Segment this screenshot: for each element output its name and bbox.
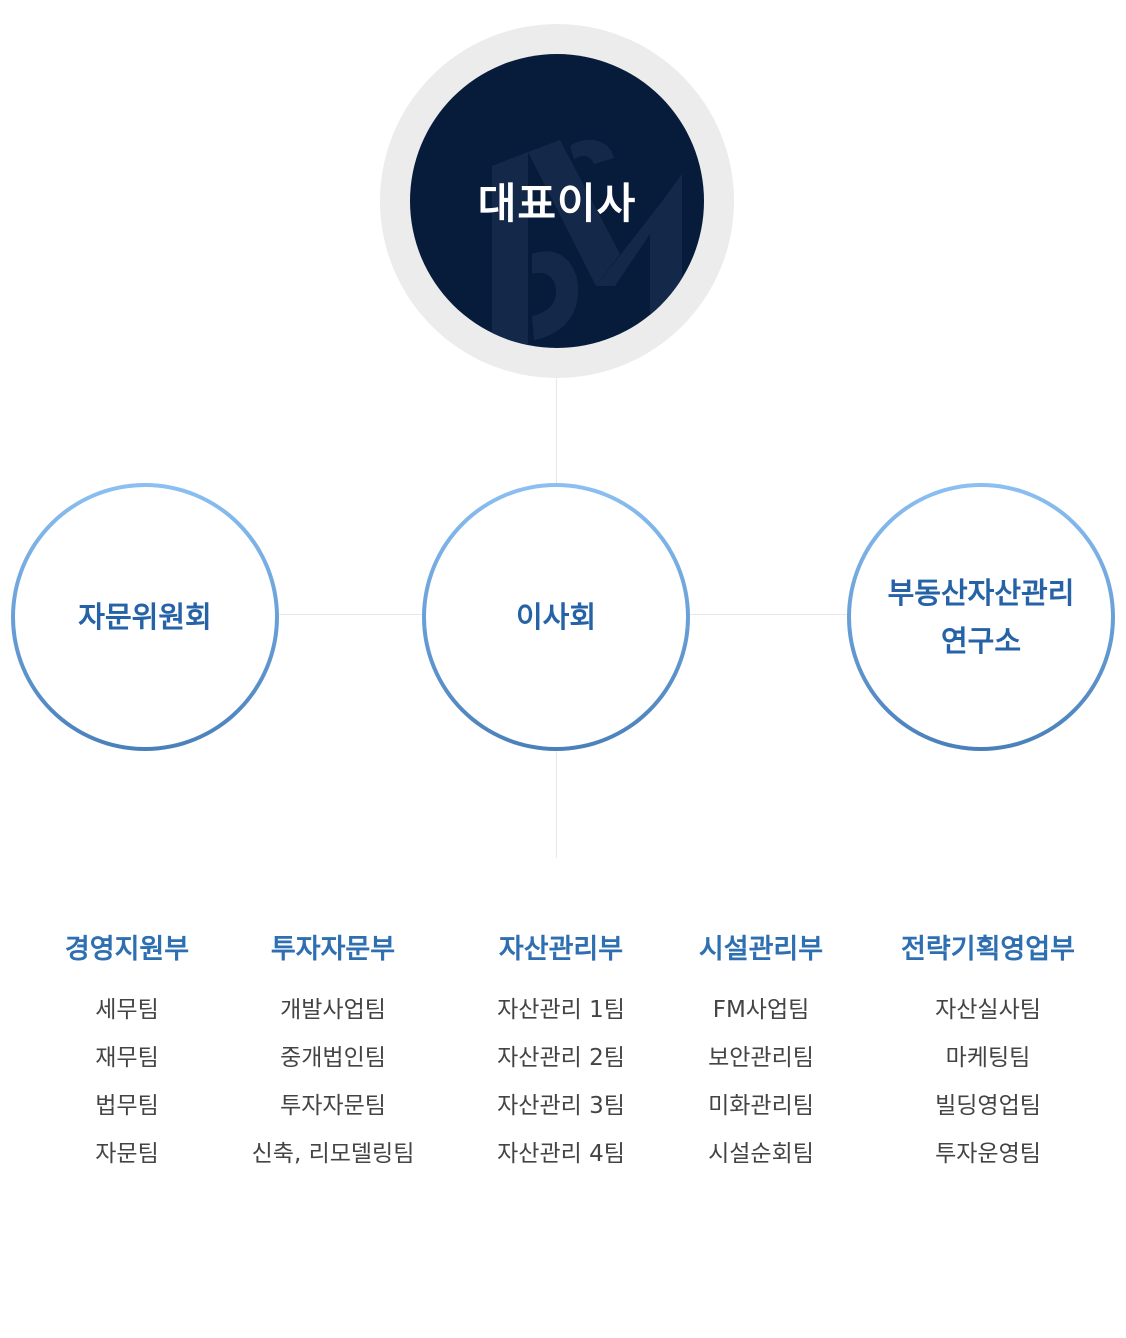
department-title: 경영지원부 bbox=[64, 934, 190, 965]
department-asset-management: 자산관리부 자산관리 1팀 자산관리 2팀 자산관리 3팀 자산관리 4팀 bbox=[441, 928, 681, 1178]
board-of-directors-inner: 이사회 bbox=[426, 487, 686, 747]
ceo-node: 대표이사 bbox=[410, 54, 704, 348]
department-title: 전략기획영업부 bbox=[901, 934, 1075, 965]
board-of-directors-node: 이사회 bbox=[422, 483, 690, 751]
research-institute-node: 부동산자산관리 연구소 bbox=[847, 483, 1115, 751]
team-item: 신축, 리모델링팀 bbox=[251, 1141, 415, 1167]
department-investment-advisory: 투자자문부 개발사업팀 중개법인팀 투자자문팀 신축, 리모델링팀 bbox=[213, 928, 453, 1178]
board-of-directors-label: 이사회 bbox=[515, 600, 597, 634]
team-item: 자산실사팀 bbox=[935, 997, 1041, 1023]
team-item: 자산관리 4팀 bbox=[497, 1141, 625, 1167]
team-item: 투자자문팀 bbox=[280, 1093, 386, 1119]
team-item: 자산관리 2팀 bbox=[497, 1045, 625, 1071]
team-item: 투자운영팀 bbox=[935, 1141, 1041, 1167]
team-item: 빌딩영업팀 bbox=[935, 1093, 1041, 1119]
connector-board-departments bbox=[556, 751, 557, 858]
team-item: 미화관리팀 bbox=[708, 1093, 814, 1119]
department-title: 투자자문부 bbox=[270, 934, 396, 965]
department-strategy-sales: 전략기획영업부 자산실사팀 마케팅팀 빌딩영업팀 투자운영팀 bbox=[868, 928, 1108, 1178]
team-item: 세무팀 bbox=[95, 997, 159, 1023]
department-facility-management: 시설관리부 FM사업팀 보안관리팀 미화관리팀 시설순회팀 bbox=[641, 928, 881, 1178]
department-management-support: 경영지원부 세무팀 재무팀 법무팀 자문팀 bbox=[7, 928, 247, 1178]
team-item: 시설순회팀 bbox=[708, 1141, 814, 1167]
team-item: 보안관리팀 bbox=[708, 1045, 814, 1071]
department-title: 시설관리부 bbox=[698, 934, 824, 965]
research-institute-label-line2: 연구소 bbox=[940, 624, 1022, 658]
research-institute-label-line1: 부동산자산관리 bbox=[887, 576, 1075, 610]
team-item: 재무팀 bbox=[95, 1045, 159, 1071]
advisory-committee-inner: 자문위원회 bbox=[15, 487, 275, 747]
team-item: 자산관리 3팀 bbox=[497, 1093, 625, 1119]
team-item: 법무팀 bbox=[95, 1093, 159, 1119]
connector-board-advisory bbox=[279, 614, 422, 615]
research-institute-inner: 부동산자산관리 연구소 bbox=[851, 487, 1111, 747]
team-item: FM사업팀 bbox=[712, 997, 810, 1023]
logo-monogram-icon bbox=[492, 139, 682, 348]
advisory-committee-node: 자문위원회 bbox=[11, 483, 279, 751]
ceo-title: 대표이사 bbox=[477, 178, 637, 228]
department-title: 자산관리부 bbox=[498, 934, 624, 965]
connector-board-institute bbox=[689, 614, 847, 615]
team-item: 중개법인팀 bbox=[280, 1045, 386, 1071]
team-item: 자산관리 1팀 bbox=[497, 997, 625, 1023]
connector-ceo-board bbox=[556, 378, 557, 484]
team-item: 자문팀 bbox=[95, 1141, 159, 1167]
team-item: 개발사업팀 bbox=[280, 997, 386, 1023]
team-item: 마케팅팀 bbox=[945, 1045, 1031, 1071]
advisory-committee-label: 자문위원회 bbox=[78, 600, 212, 634]
